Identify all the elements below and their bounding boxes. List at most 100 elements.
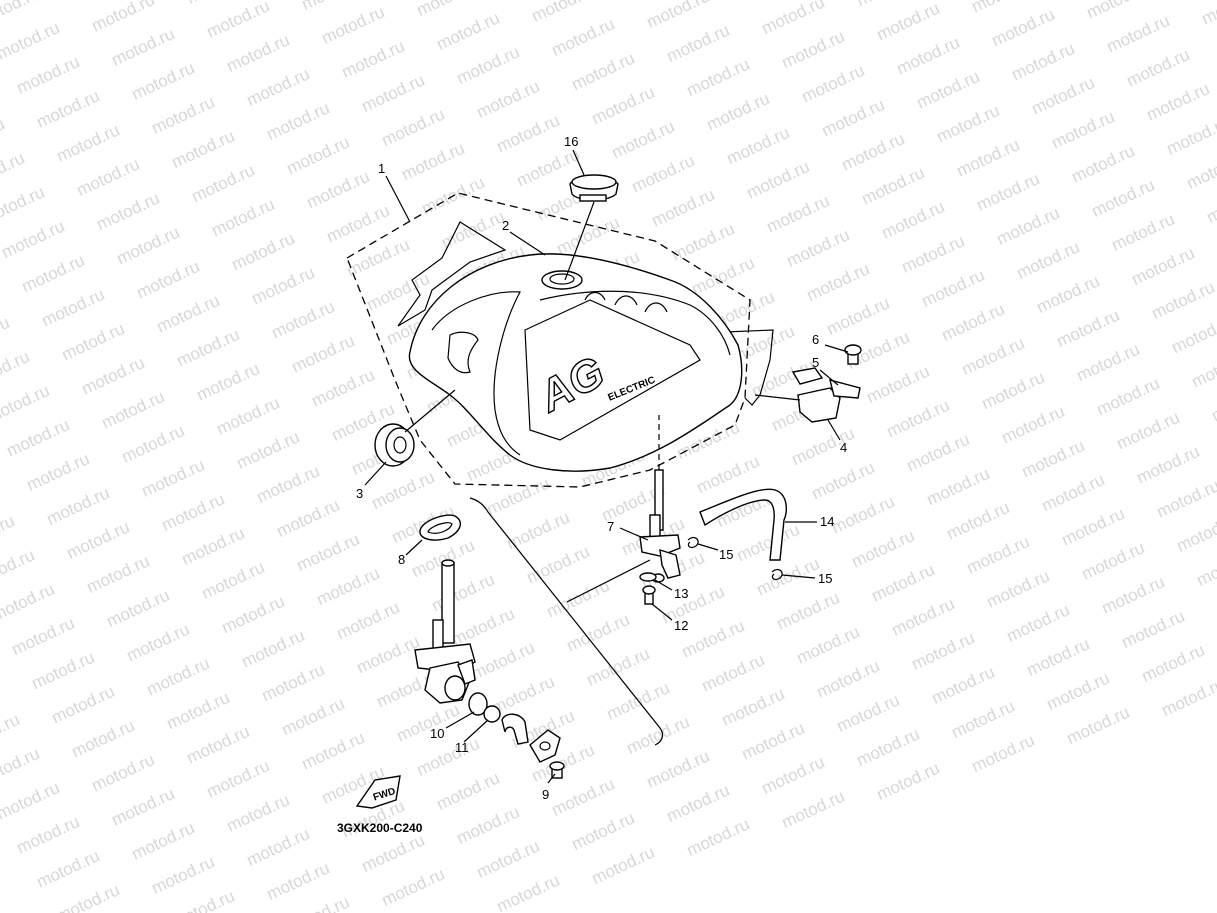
filler-neck: [541, 270, 583, 290]
watermark-text: motod.ru: [939, 299, 1008, 345]
watermark-text: motod.ru: [49, 682, 118, 728]
watermark-text: motod.ru: [799, 61, 868, 107]
watermark-text: motod.ru: [859, 163, 928, 209]
watermark-text: motod.ru: [754, 554, 823, 600]
watermark-text: motod.ru: [149, 92, 218, 138]
watermark-text: motod.ru: [854, 724, 923, 770]
watermark-text: motod.ru: [274, 495, 343, 541]
watermark-text: motod.ru: [74, 154, 143, 200]
watermark-text: motod.ru: [264, 98, 333, 144]
watermark-text: motod.ru: [224, 30, 293, 76]
watermark-text: motod.ru: [624, 712, 693, 758]
watermark-text: motod.ru: [684, 815, 753, 861]
watermark-text: motod.ru: [0, 182, 47, 228]
watermark-text: motod.ru: [829, 492, 898, 538]
watermark-text: motod.ru: [1049, 107, 1118, 153]
tank-knee-recess: [447, 331, 479, 374]
watermark-text: motod.ru: [969, 731, 1038, 777]
watermark-text: motod.ru: [244, 64, 313, 110]
watermark-text: motod.ru: [34, 86, 103, 132]
watermark-text: motod.ru: [294, 530, 363, 576]
watermark-text: motod.ru: [1114, 408, 1183, 454]
watermark-text: motod.ru: [1104, 11, 1173, 57]
watermark-text: motod.ru: [1079, 538, 1148, 584]
watermark-text: motod.ru: [584, 644, 653, 690]
leader-lines: [364, 149, 849, 784]
watermark-text: motod.ru: [454, 42, 523, 88]
watermark-text: motod.ru: [189, 161, 258, 207]
watermark-text: motod.ru: [134, 257, 203, 303]
watermark-text: motod.ru: [184, 722, 253, 768]
watermark-text: motod.ru: [569, 49, 638, 95]
watermark-text: motod.ru: [79, 353, 148, 399]
watermark-text: motod.ru: [264, 858, 333, 904]
watermark-text: motod.ru: [324, 201, 393, 247]
watermark-text: motod.ru: [84, 551, 153, 597]
watermark-text: motod.ru: [204, 0, 273, 42]
watermark-text: motod.ru: [284, 892, 353, 913]
watermark-text: motod.ru: [724, 123, 793, 169]
watermark-text: motod.ru: [1139, 640, 1208, 686]
watermark-text: motod.ru: [1094, 374, 1163, 420]
o-ring: [483, 705, 501, 723]
watermark-text: motod.ru: [1044, 668, 1113, 714]
watermark-text: motod.ru: [129, 58, 198, 104]
tank-assembly-outline: [346, 192, 751, 488]
watermark-text: motod.ru: [554, 213, 623, 259]
watermark-text: motod.ru: [904, 430, 973, 476]
watermark-text: motod.ru: [0, 114, 7, 160]
watermark-text: motod.ru: [914, 67, 983, 113]
watermark-text: motod.ru: [154, 291, 223, 337]
watermark-text: motod.ru: [239, 626, 308, 672]
hose-clip-a: [687, 536, 699, 549]
callout-10: 10: [430, 726, 444, 741]
watermark-text: motod.ru: [644, 0, 713, 32]
watermark-text: motod.ru: [884, 396, 953, 442]
watermark-text: motod.ru: [14, 812, 83, 858]
watermark-text: motod.ru: [194, 359, 263, 405]
watermark-text: motod.ru: [304, 167, 373, 213]
watermark-text: motod.ru: [434, 8, 503, 54]
watermark-text: motod.ru: [924, 464, 993, 510]
watermark-text: motod.ru: [879, 197, 948, 243]
watermark-text: motod.ru: [124, 620, 193, 666]
watermark-text: motod.ru: [1089, 175, 1158, 221]
watermark-text: motod.ru: [94, 189, 163, 235]
watermark-text: motod.ru: [344, 235, 413, 281]
watermark-text: motod.ru: [644, 746, 713, 792]
watermark-text: motod.ru: [964, 532, 1033, 578]
watermark-text: motod.ru: [684, 55, 753, 101]
watermark-text: motod.ru: [664, 21, 733, 67]
watermark-text: motod.ru: [704, 89, 773, 135]
drawing-code: 3GXK200-C240: [337, 821, 423, 835]
watermark-text: motod.ru: [1019, 436, 1088, 482]
watermark-text: motod.ru: [369, 467, 438, 513]
watermark-text: motod.ru: [529, 0, 598, 26]
watermark-text: motod.ru: [104, 586, 173, 632]
watermark-text: motod.ru: [99, 387, 168, 433]
watermark-text: motod.ru: [494, 111, 563, 157]
watermark-text: motod.ru: [1214, 578, 1217, 624]
watermark-text: motod.ru: [4, 415, 73, 461]
watermark-text: motod.ru: [664, 780, 733, 826]
callout-14: 14: [820, 514, 834, 529]
callout-13: 13: [674, 586, 688, 601]
watermark-text: motod.ru: [449, 604, 518, 650]
watermark-text: motod.ru: [289, 331, 358, 377]
washer: [639, 572, 657, 582]
watermark-text: motod.ru: [159, 489, 228, 535]
watermark-text: motod.ru: [204, 756, 273, 802]
watermark-text: motod.ru: [0, 0, 42, 30]
watermark-text: motod.ru: [1129, 243, 1198, 289]
watermark-text: motod.ru: [679, 616, 748, 662]
watermark-text: motod.ru: [39, 285, 108, 331]
watermark-text: motod.ru: [139, 455, 208, 501]
watermark-text: motod.ru: [719, 684, 788, 730]
watermark-text: motod.ru: [1149, 278, 1217, 324]
watermark-text: motod.ru: [169, 126, 238, 172]
watermark-text: motod.ru: [64, 517, 133, 563]
watermark-text: motod.ru: [219, 592, 288, 638]
watermark-text: motod.ru: [269, 297, 338, 343]
watermark-text: motod.ru: [969, 0, 1038, 16]
watermark-text: motod.ru: [0, 744, 42, 790]
